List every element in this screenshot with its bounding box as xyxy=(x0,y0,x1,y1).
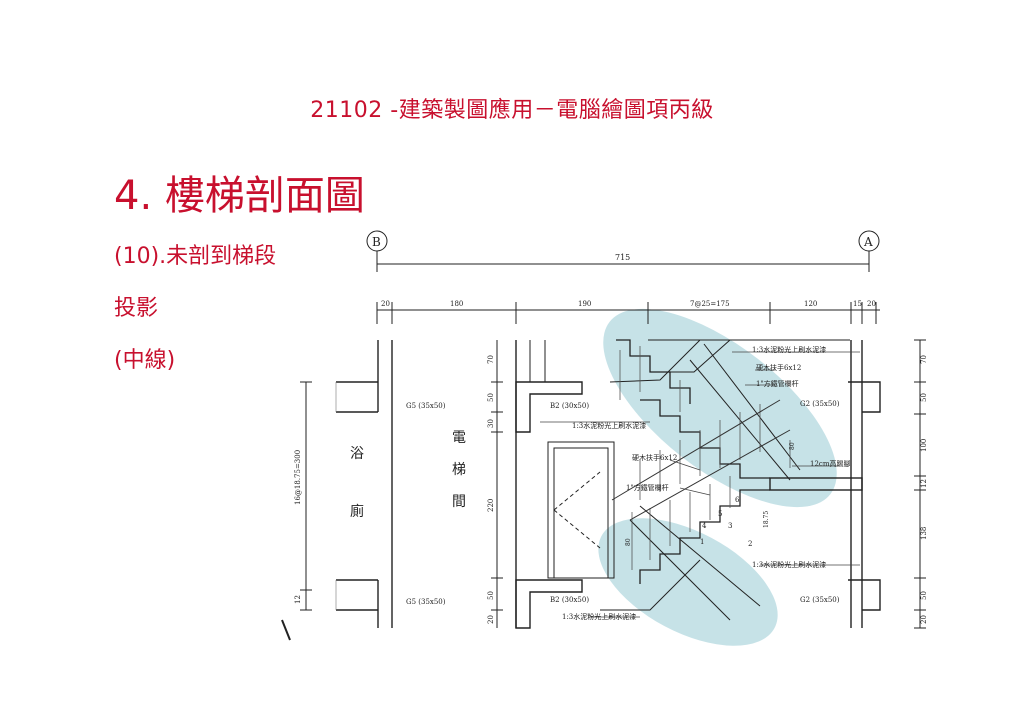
top-dim-6: 15 xyxy=(853,300,862,308)
note-rail-height-1: 80 xyxy=(789,442,796,450)
top-dim-7: 20 xyxy=(867,300,876,308)
note-b2-lower: B2 (30x50) xyxy=(550,596,589,604)
note-railing-1: 1"方鐵管欄杆 xyxy=(756,379,799,388)
step-number-2: 2 xyxy=(748,540,752,548)
top-dim-3: 190 xyxy=(578,300,591,308)
step-number-1: 1 xyxy=(700,538,704,546)
top-dim-4: 7@25=175 xyxy=(690,300,730,308)
inner-dim-3: 30 xyxy=(487,419,495,428)
top-dim-1: 20 xyxy=(381,300,390,308)
room-elevator-1: 電 xyxy=(452,430,466,446)
note-nosing: 12cm高踢腳 xyxy=(810,459,850,468)
inner-dim-6: 20 xyxy=(487,615,495,624)
room-elevator-3: 間 xyxy=(452,494,466,510)
note-g2-upper: G2 (35x50) xyxy=(800,400,840,408)
bullet-2: 投影 xyxy=(114,296,159,321)
inner-dim-4: 220 xyxy=(487,499,495,512)
note-finish-3: 1:3水泥粉光上刷水泥漆 xyxy=(752,560,826,569)
grid-label-b: B xyxy=(372,235,381,249)
right-dim-7: 20 xyxy=(920,615,928,624)
inner-dim-5: 50 xyxy=(487,591,495,600)
inner-dim-1: 70 xyxy=(487,355,495,364)
inner-dim-2: 50 xyxy=(487,393,495,402)
right-dim-3: 100 xyxy=(920,439,928,452)
note-railing-2: 1"方鐵管欄杆 xyxy=(626,483,669,492)
note-rail-height-2: 80 xyxy=(625,538,632,546)
room-bath-1: 浴 xyxy=(350,446,364,462)
overall-dimension: 715 xyxy=(615,253,630,262)
highlight-ellipse-upper xyxy=(603,308,837,508)
room-bath-2: 廁 xyxy=(350,503,364,520)
note-handrail-1: 硬木扶手6x12 xyxy=(756,363,801,372)
right-dim-2: 50 xyxy=(920,393,928,402)
right-dim-5: 138 xyxy=(920,527,928,540)
step-number-4: 4 xyxy=(702,522,707,530)
bullet-3: (中線) xyxy=(114,348,176,373)
step-number-6: 6 xyxy=(735,496,740,504)
note-riser: 18.75 xyxy=(763,511,770,528)
left-small-dimension: 12 xyxy=(294,595,302,604)
note-g2-lower: G2 (35x50) xyxy=(800,596,840,604)
right-dim-6: 50 xyxy=(920,591,928,600)
slide-header: 21102 -建築製圖應用－電腦繪圖項丙級 xyxy=(310,98,714,123)
right-dim-1: 70 xyxy=(920,355,928,364)
note-g5-lower: G5 (35x50) xyxy=(406,598,446,606)
grid-label-a: A xyxy=(863,235,873,249)
note-g5-upper: G5 (35x50) xyxy=(406,402,446,410)
room-elevator-2: 梯 xyxy=(452,462,466,478)
top-dim-5: 120 xyxy=(804,300,817,308)
note-finish-1: 1:3水泥粉光上刷水泥漆 xyxy=(752,345,826,354)
highlight-ellipse-lower xyxy=(598,518,778,646)
note-finish-4: 1:3水泥粉光上刷水泥漆 xyxy=(562,612,636,621)
lower-flight-steps xyxy=(639,489,770,584)
bullet-1: (10).未剖到梯段 xyxy=(114,244,277,269)
step-number-5: 5 xyxy=(718,510,722,518)
step-number-3: 3 xyxy=(728,522,732,530)
note-b2-upper: B2 (30x50) xyxy=(550,402,589,410)
slide-title: 4. 樓梯剖面圖 xyxy=(114,173,365,219)
note-finish-2: 1:3水泥粉光上刷水泥漆 xyxy=(572,421,646,430)
left-dimension: 16@18.75=300 xyxy=(294,450,302,505)
right-dim-4: 12 xyxy=(920,479,928,488)
landing-slab xyxy=(769,477,863,491)
upper-flight-steps xyxy=(616,339,691,404)
note-handrail-2: 硬木扶手6x12 xyxy=(632,453,677,462)
top-dim-2: 180 xyxy=(450,300,463,308)
